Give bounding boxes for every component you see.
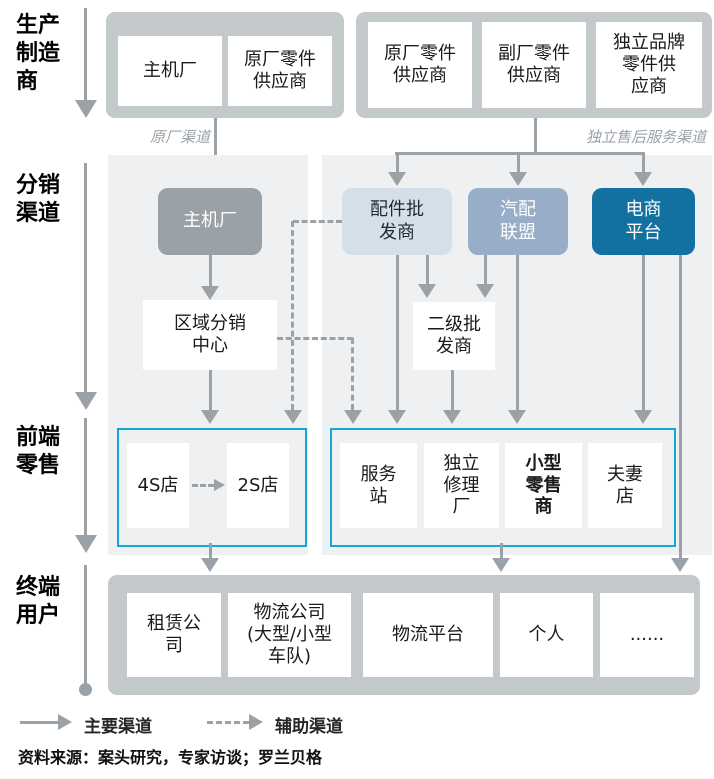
flow-line	[396, 255, 399, 410]
rail-end-dot	[79, 683, 92, 696]
flow-line	[484, 255, 487, 284]
legend-main-channel-label: 主要渠道	[84, 717, 152, 737]
rail-label-distribution: 分销 渠道	[16, 173, 61, 227]
box-independent-brand-supplier: 独立品牌 零件供 应商	[596, 22, 702, 108]
flow-arrowhead	[634, 410, 652, 424]
flow-line	[396, 154, 399, 172]
flow-arrowhead	[388, 172, 406, 186]
flow-line	[209, 255, 212, 286]
retail-4s-store: 4S店	[127, 443, 189, 528]
independent-retail-group	[330, 428, 676, 547]
end-user-logistics-company: 物流公司 (大型/小型 车队)	[228, 593, 351, 677]
box-oem-manufacturer: 主机厂	[118, 36, 222, 106]
legend-dashed-line	[207, 721, 249, 724]
dashed-flow-arrowhead	[284, 410, 302, 424]
end-user-individual: 个人	[500, 593, 593, 677]
dashed-flow-arrowhead	[214, 479, 225, 491]
flow-line	[534, 118, 537, 156]
flow-line	[642, 255, 645, 410]
node-parts-alliance: 汽配 联盟	[468, 188, 568, 255]
flow-arrowhead	[201, 410, 219, 424]
flow-arrowhead	[443, 410, 461, 424]
end-user-logistics-platform: 物流平台	[363, 593, 493, 677]
rail-label-retail: 前端 零售	[16, 425, 61, 479]
box-aftermarket-parts-supplier: 副厂零件 供应商	[482, 22, 586, 108]
flow-arrowhead	[418, 284, 436, 298]
flow-line	[209, 543, 212, 558]
flow-line	[395, 152, 645, 155]
flow-line	[214, 118, 217, 172]
dashed-flow-line	[351, 338, 354, 410]
flow-arrowhead	[201, 286, 219, 300]
retail-service-station: 服务 站	[340, 443, 417, 528]
flow-arrowhead	[509, 172, 527, 186]
dashed-flow-arrowhead	[344, 410, 362, 424]
flow-line-ecommerce-direct	[679, 255, 682, 558]
dashed-flow-line	[277, 337, 353, 340]
flow-line	[517, 154, 520, 172]
retail-small-retailer: 小型 零售 商	[505, 443, 582, 528]
oem-supplier-band: 主机厂 原厂零件 供应商	[106, 12, 344, 118]
node-ecommerce-platform: 电商 平台	[592, 188, 695, 255]
legend-solid-arrowhead	[58, 714, 72, 730]
node-regional-distribution-center: 区域分销 中心	[143, 300, 277, 370]
rail-arrowhead	[75, 535, 97, 553]
dashed-flow-line	[291, 221, 294, 410]
flow-line	[642, 154, 645, 172]
end-user-leasing-company: 租赁公 司	[127, 593, 221, 677]
source-note: 资料来源：案头研究，专家访谈；罗兰贝格	[18, 748, 323, 767]
flow-arrowhead	[492, 558, 510, 572]
flow-line	[209, 370, 212, 410]
flow-line	[426, 255, 429, 284]
node-oem-manufacturer: 主机厂	[158, 188, 262, 255]
retail-independent-repair-shop: 独立 修理 厂	[424, 443, 499, 528]
flow-arrowhead	[388, 410, 406, 424]
flow-arrowhead	[476, 284, 494, 298]
rail-arrowhead	[75, 100, 97, 118]
label-oem-channel: 原厂渠道	[149, 128, 210, 146]
legend-dashed-arrowhead	[249, 714, 263, 730]
flow-arrowhead	[634, 172, 652, 186]
retail-mom-and-pop-store: 夫妻 店	[588, 443, 662, 528]
flow-arrowhead	[201, 558, 219, 572]
end-user-others: ......	[600, 593, 694, 677]
flow-line	[451, 370, 454, 410]
legend-auxiliary-channel-label: 辅助渠道	[275, 717, 343, 737]
legend-solid-line	[20, 721, 58, 724]
flow-line	[500, 543, 503, 558]
rail-line	[84, 163, 87, 392]
box-oem-parts-supplier: 原厂零件 供应商	[228, 36, 332, 106]
rail-line	[84, 418, 87, 535]
oem-retail-group	[117, 428, 307, 547]
rail-arrowhead	[75, 392, 97, 410]
box-oem-parts-supplier-2: 原厂零件 供应商	[368, 22, 472, 108]
rail-line	[84, 8, 87, 100]
flow-line	[516, 255, 519, 410]
end-users-band: 租赁公 司 物流公司 (大型/小型 车队) 物流平台 个人 ......	[108, 575, 700, 695]
retail-2s-store: 2S店	[227, 443, 289, 528]
rail-label-end-users: 终端 用户	[16, 575, 61, 629]
flow-arrowhead	[671, 558, 689, 572]
rail-label-production: 生产 制造 商	[16, 13, 61, 95]
dashed-flow-line	[192, 484, 214, 487]
node-secondary-wholesaler: 二级批 发商	[413, 302, 495, 370]
dashed-flow-line	[293, 220, 342, 223]
flow-arrowhead	[508, 410, 526, 424]
rail-line	[84, 565, 87, 685]
label-independent-channel: 独立售后服务渠道	[585, 128, 706, 146]
independent-supplier-band: 原厂零件 供应商 副厂零件 供应商 独立品牌 零件供 应商	[356, 12, 712, 118]
node-parts-wholesaler: 配件批 发商	[342, 188, 452, 255]
